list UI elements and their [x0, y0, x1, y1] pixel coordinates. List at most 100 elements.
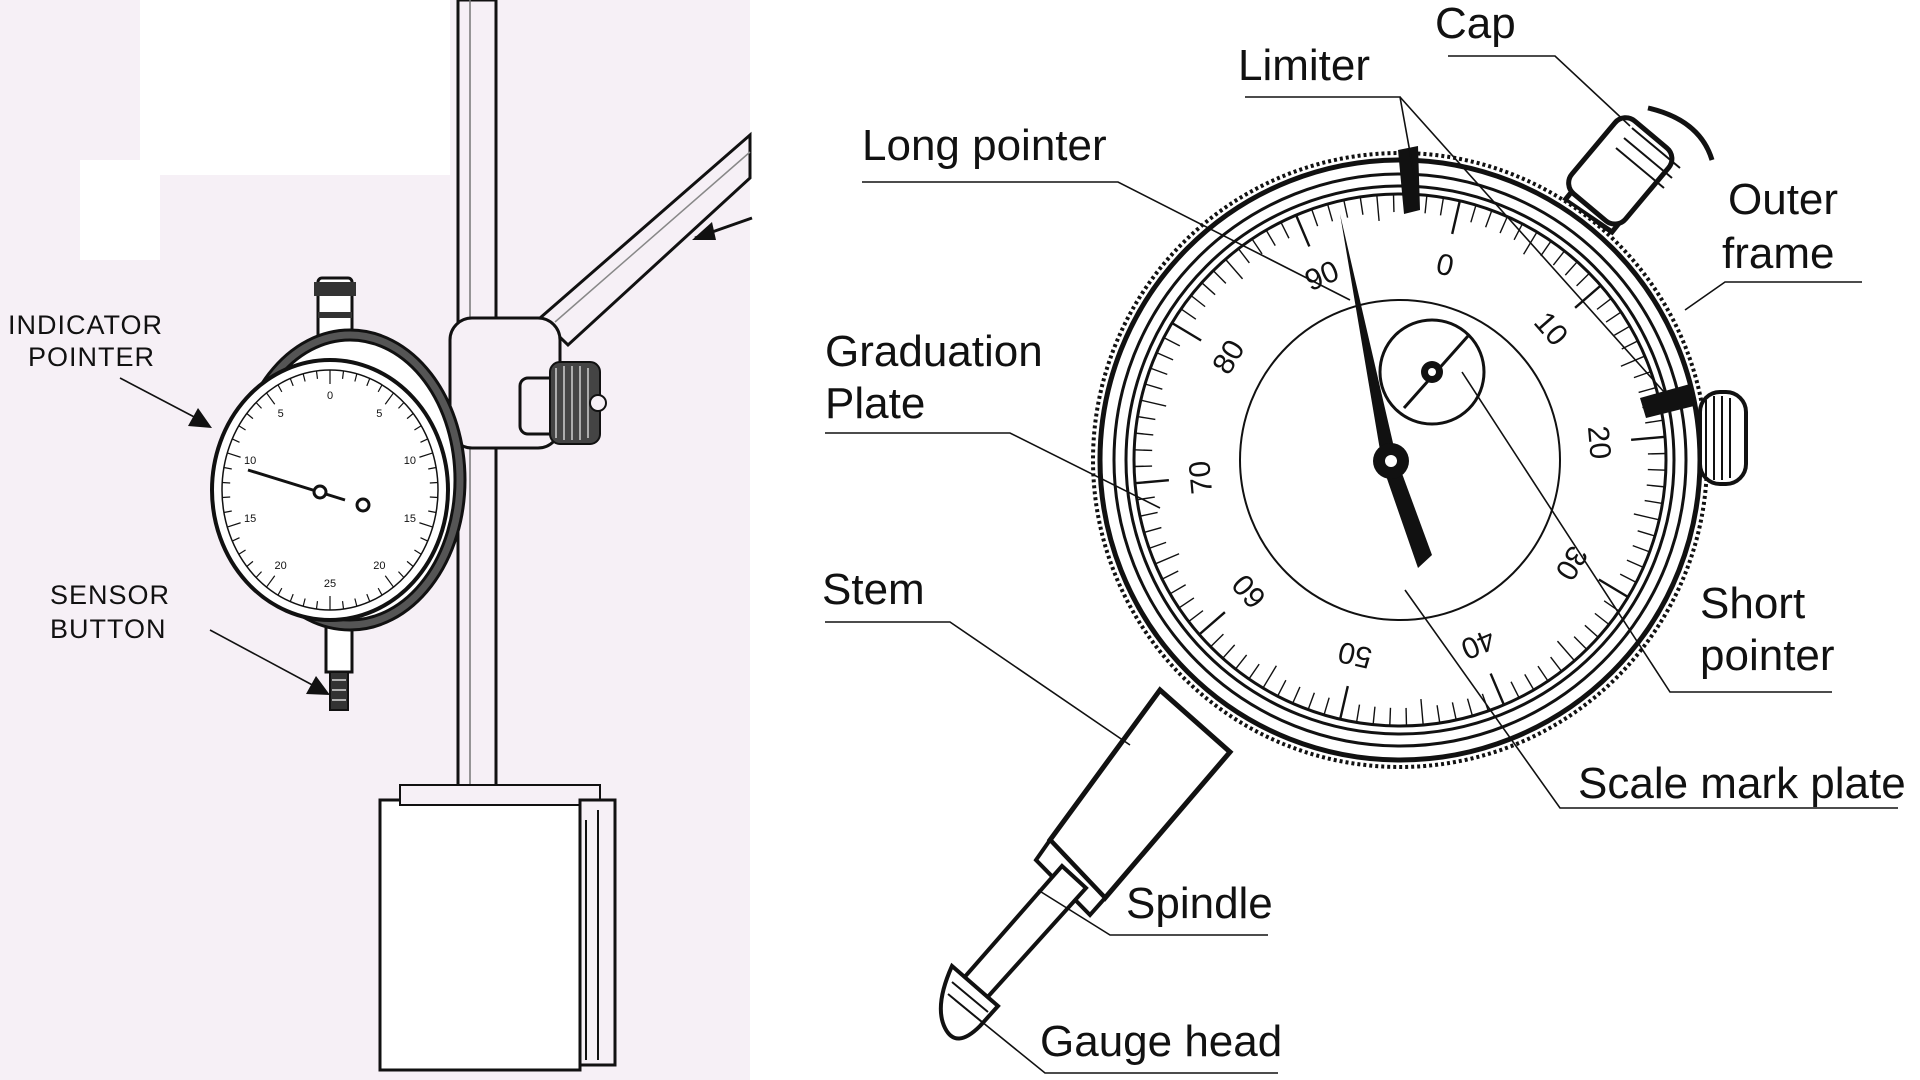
- dial-tick: [1150, 367, 1168, 376]
- dial-tick: [1489, 673, 1506, 706]
- small-dial-tick: [341, 370, 345, 379]
- dial-tick: [1137, 415, 1156, 421]
- dial-tick: [1210, 633, 1224, 648]
- small-dial-tick: [232, 537, 240, 542]
- small-dial-number: 0: [327, 390, 333, 402]
- small-dial-tick: [384, 575, 394, 588]
- dial-tick: [1596, 297, 1612, 310]
- dial-tick: [1626, 559, 1644, 568]
- spindle: [959, 863, 1089, 1003]
- dial-tick: [1574, 284, 1602, 309]
- small-dial-tick: [428, 466, 437, 470]
- dial-tick: [1178, 597, 1195, 609]
- label-spindle: Spindle: [1126, 879, 1273, 928]
- limiter-top: [1398, 146, 1420, 214]
- dial-tick: [1644, 499, 1663, 505]
- label-short-pointer-line1: Short: [1700, 579, 1805, 628]
- small-dial-tick: [420, 537, 428, 542]
- small-dial-tick: [377, 384, 383, 393]
- small-dial-tick: [398, 571, 405, 578]
- dial-tick: [1292, 686, 1301, 704]
- small-dial-face: [210, 358, 450, 622]
- short-pointer-dial: [1378, 318, 1486, 426]
- dial-tick: [1484, 210, 1493, 228]
- white-patch: [80, 160, 160, 260]
- small-dial-tick: [377, 587, 383, 596]
- small-dial-tick: [255, 402, 262, 409]
- dial-tick: [1633, 370, 1652, 379]
- dial-tick: [1222, 644, 1236, 659]
- dial-tick: [1513, 223, 1524, 241]
- dial-tick: [1424, 195, 1428, 214]
- dial-tick: [1646, 484, 1665, 488]
- dial-tick: [1451, 200, 1462, 235]
- small-dial-tick: [223, 510, 232, 514]
- small-dial-tick: [266, 575, 276, 588]
- small-dial-tick: [302, 598, 306, 607]
- dial-tick: [1647, 468, 1666, 471]
- dial-tick: [1470, 204, 1477, 223]
- dial-tick: [1436, 705, 1441, 724]
- dial-number: 50: [1335, 635, 1375, 675]
- dial-tick: [1584, 624, 1599, 638]
- dial-tick: [1631, 435, 1666, 441]
- dial-tick: [1139, 511, 1158, 517]
- label-outer-frame-line1: Outer: [1728, 175, 1838, 224]
- small-dial-number: 15: [244, 513, 256, 525]
- svg-text:BUTTON: BUTTON: [50, 614, 167, 644]
- small-dial-tick: [420, 438, 428, 443]
- dial-number: 70: [1183, 459, 1219, 495]
- dial-tick: [1154, 553, 1180, 565]
- dial-tick: [1307, 692, 1316, 710]
- dial-tick: [1594, 612, 1610, 626]
- dial-tick: [1134, 479, 1169, 485]
- small-pointer: [247, 468, 346, 502]
- small-dial-tick: [238, 549, 246, 555]
- dial-tick: [1564, 261, 1578, 276]
- dial-tick: [1638, 386, 1657, 394]
- dial-tick: [1499, 216, 1508, 234]
- cap: [1561, 105, 1715, 236]
- dial-tick: [1224, 258, 1244, 280]
- white-patch: [140, 0, 450, 175]
- label-gauge-head: Gauge head: [1040, 1017, 1282, 1066]
- small-dial-tick: [302, 373, 306, 382]
- dial-number: 0: [1433, 248, 1457, 284]
- dial-tick: [1156, 352, 1174, 361]
- dial-tick: [1323, 697, 1330, 716]
- dial-tick: [1510, 681, 1520, 699]
- dial-tick: [1613, 325, 1631, 336]
- small-dial-number: 10: [244, 455, 256, 467]
- dial-tick: [1135, 432, 1154, 436]
- small-dial-tick: [429, 496, 438, 499]
- small-dial-tick: [277, 587, 283, 596]
- small-dial-tick: [341, 601, 345, 610]
- dial-tick: [1198, 611, 1226, 636]
- small-dial-tick: [246, 413, 254, 420]
- dial-tick: [1605, 311, 1622, 323]
- dial-tick: [1161, 570, 1179, 580]
- label-stem: Stem: [822, 565, 925, 614]
- small-dial-tick: [419, 522, 433, 528]
- label-cap: Cap: [1435, 0, 1516, 48]
- dial-tick: [1190, 294, 1206, 308]
- dial-tick: [1372, 706, 1376, 725]
- small-dial-number: 15: [404, 513, 416, 525]
- dial-tick: [1171, 321, 1202, 342]
- small-dial-tick: [414, 425, 422, 431]
- label-scale-mark-plate: Scale mark plate: [1578, 759, 1906, 808]
- dial-tick: [1248, 663, 1260, 680]
- small-dial-tick: [222, 481, 231, 484]
- small-dial-tick: [366, 378, 371, 387]
- dial-tick: [1136, 496, 1155, 501]
- dial-tick: [1338, 685, 1349, 720]
- svg-text:POINTER: POINTER: [28, 342, 155, 372]
- small-dial-tick: [406, 560, 414, 567]
- small-dial-tick: [223, 466, 232, 470]
- small-dial-tick: [419, 452, 433, 458]
- dial-tick: [1466, 698, 1474, 717]
- long-pointer: [1340, 214, 1432, 568]
